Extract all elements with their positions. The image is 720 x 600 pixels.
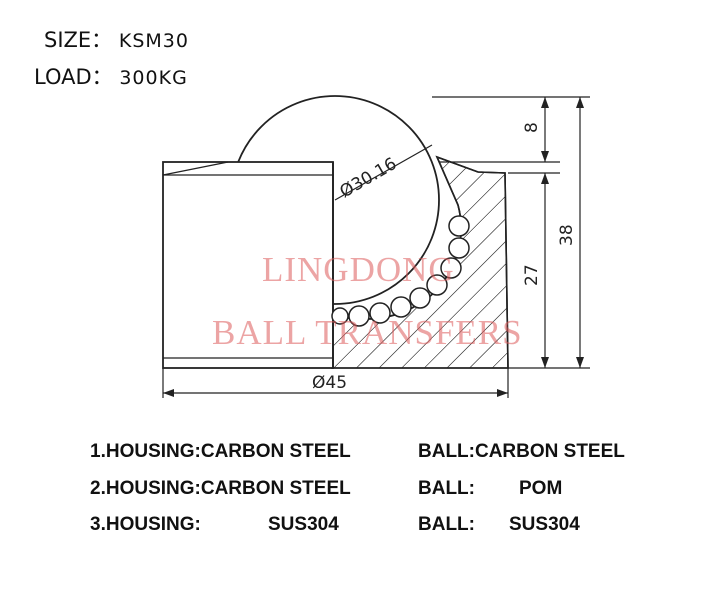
dimension-lines: [162, 96, 590, 398]
watermark-line2: BALL TRANSFERS: [212, 313, 523, 352]
total-height-label: 38: [557, 224, 577, 246]
material-option-3-ball-label: BALL:: [418, 514, 475, 535]
load-spec: LOAD： 300KG: [34, 61, 188, 91]
material-option-2-ball-value: POM: [519, 478, 563, 499]
housing-left-body: [162, 161, 334, 369]
size-spec: SIZE： KSM30: [44, 24, 189, 54]
material-option-1: 1.HOUSING:CARBON STEEL: [90, 441, 351, 462]
support-balls: [331, 215, 470, 327]
load-value: 300KG: [119, 67, 188, 89]
material-option-3-ball-value: SUS304: [509, 514, 580, 535]
material-option-2: 2.HOUSING:CARBON STEEL: [90, 478, 351, 499]
material-option-3: 3.HOUSING:: [90, 514, 201, 535]
size-label: SIZE：: [44, 28, 113, 52]
ball-diameter-leader: [334, 144, 433, 201]
ball-height-label: 8: [522, 122, 542, 133]
housing-bevel: [162, 161, 229, 176]
dimension-arrows: [163, 97, 584, 397]
material-option-1-ball: BALL:CARBON STEEL: [418, 441, 625, 462]
watermark-line1: LINGDONG: [262, 250, 455, 289]
load-label: LOAD：: [34, 65, 113, 89]
housing-diameter-label: Ø45: [312, 373, 347, 393]
technical-drawing: Ø30.16 8 38 27 Ø45: [162, 95, 590, 398]
size-value: KSM30: [118, 30, 189, 52]
housing-height-label: 27: [522, 264, 542, 286]
material-option-2-ball-label: BALL:: [418, 478, 475, 499]
material-option-3-housing-value: SUS304: [268, 514, 339, 535]
